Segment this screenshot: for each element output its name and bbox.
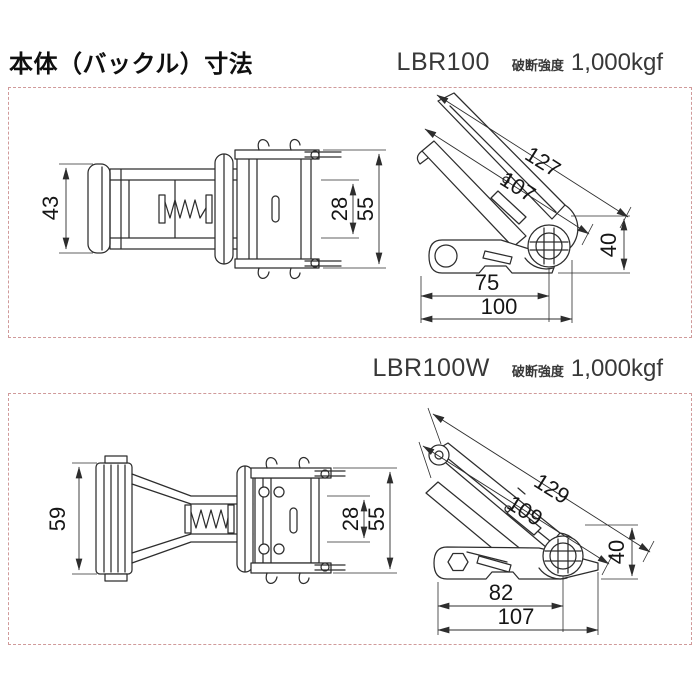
dim-width-overall: 43 bbox=[38, 163, 93, 254]
lbr100w-diagram-box: 59 bbox=[8, 393, 692, 645]
strength-spec: 破断強度 1,000kgf bbox=[512, 49, 663, 77]
lbr100-diagram-box: 43 bbox=[8, 87, 692, 338]
dim-base-lengths: 82 107 bbox=[437, 572, 599, 635]
base-plate-side bbox=[428, 239, 557, 274]
dim-43-label: 43 bbox=[38, 196, 63, 220]
strength-value: 1,000kgf bbox=[570, 355, 663, 382]
dim-width-inner-outer: 28 55 bbox=[321, 149, 386, 269]
strength-value: 1,000kgf bbox=[570, 49, 663, 76]
model-header-lbr100: LBR100 破断強度 1,000kgf bbox=[397, 48, 663, 77]
dim-height: 40 bbox=[585, 524, 638, 580]
lbr100-technical-drawing: 43 bbox=[38, 92, 632, 323]
buckle-handle-top bbox=[87, 163, 111, 254]
spring bbox=[158, 194, 213, 224]
dim-75-label: 75 bbox=[475, 270, 499, 295]
dim-55-label: 55 bbox=[364, 507, 389, 531]
dim-100-label: 100 bbox=[481, 294, 518, 319]
buckle-handle-top bbox=[95, 455, 133, 582]
dim-40-label: 40 bbox=[604, 540, 629, 564]
dim-59-label: 59 bbox=[45, 507, 70, 531]
lbr100-top-view: 43 bbox=[38, 139, 386, 279]
ratchet-assembly-top bbox=[236, 457, 346, 584]
model-name: LBR100 bbox=[396, 48, 490, 76]
strength-label: 破断強度 bbox=[511, 58, 564, 73]
lbr100w-technical-drawing: 59 bbox=[45, 407, 655, 635]
buckle-frame-top bbox=[109, 168, 240, 250]
dim-28-label: 28 bbox=[327, 197, 352, 221]
dim-40-label: 40 bbox=[596, 233, 621, 257]
dim-28-label: 28 bbox=[338, 507, 363, 531]
dim-base-lengths: 75 100 bbox=[420, 260, 573, 323]
dim-82-label: 82 bbox=[489, 580, 513, 605]
lbr100-side-view: 127 107 40 75 100 bbox=[416, 92, 632, 323]
lbr100w-side-view: 129 109 40 82 107 bbox=[418, 407, 655, 635]
model-header-lbr100w: LBR100W 破断強度 1,000kgf bbox=[372, 354, 663, 383]
page-title: 本体（バックル）寸法 bbox=[9, 51, 254, 78]
spring bbox=[184, 504, 235, 534]
dim-width-overall: 59 bbox=[45, 462, 97, 575]
dim-55-label: 55 bbox=[353, 197, 378, 221]
ratchet-assembly-top bbox=[214, 139, 342, 279]
dim-107-label: 107 bbox=[498, 604, 535, 629]
lbr100w-top-view: 59 bbox=[45, 455, 397, 584]
strength-label: 破断強度 bbox=[511, 364, 564, 379]
strength-spec: 破断強度 1,000kgf bbox=[512, 355, 663, 383]
dim-width-inner-outer: 28 55 bbox=[327, 467, 397, 574]
buckle-frame-top bbox=[131, 473, 254, 564]
dim-height: 40 bbox=[558, 215, 630, 274]
model-name: LBR100W bbox=[372, 354, 490, 382]
